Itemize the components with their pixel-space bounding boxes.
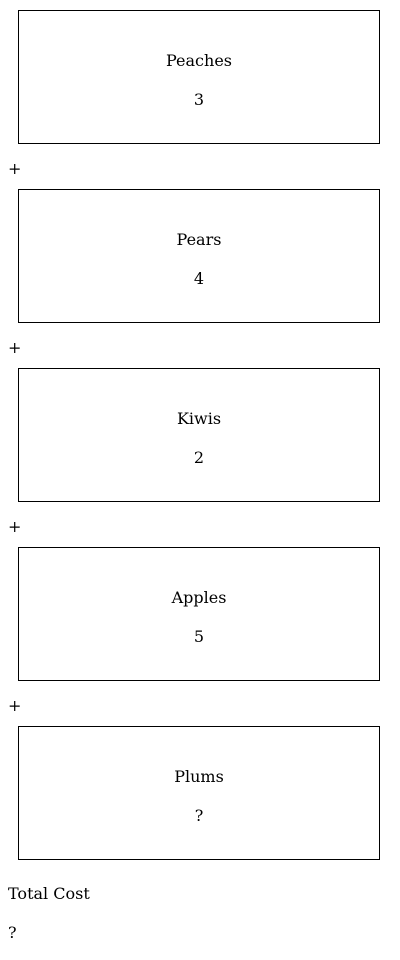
item-name: Peaches bbox=[166, 51, 232, 70]
item-value: 2 bbox=[193, 448, 205, 467]
plus-sign: + bbox=[8, 159, 22, 178]
item-card-kiwis: Kiwis 2 bbox=[18, 368, 380, 502]
item-value: 3 bbox=[193, 90, 205, 109]
item-card-peaches: Peaches 3 bbox=[18, 10, 380, 144]
item-name: Kiwis bbox=[176, 409, 222, 428]
item-card-plums: Plums ? bbox=[18, 726, 380, 860]
item-name: Apples bbox=[171, 588, 227, 607]
plus-sign: + bbox=[8, 517, 22, 536]
total-cost-value: ? bbox=[8, 923, 17, 942]
total-cost-label: Total Cost bbox=[8, 884, 90, 903]
item-name: Plums bbox=[174, 767, 224, 786]
item-card-pears: Pears 4 bbox=[18, 189, 380, 323]
item-card-apples: Apples 5 bbox=[18, 547, 380, 681]
item-value: ? bbox=[194, 806, 204, 825]
item-value: 4 bbox=[193, 269, 205, 288]
item-value: 5 bbox=[193, 627, 205, 646]
plus-sign: + bbox=[8, 696, 22, 715]
item-name: Pears bbox=[176, 230, 222, 249]
plus-sign: + bbox=[8, 338, 22, 357]
